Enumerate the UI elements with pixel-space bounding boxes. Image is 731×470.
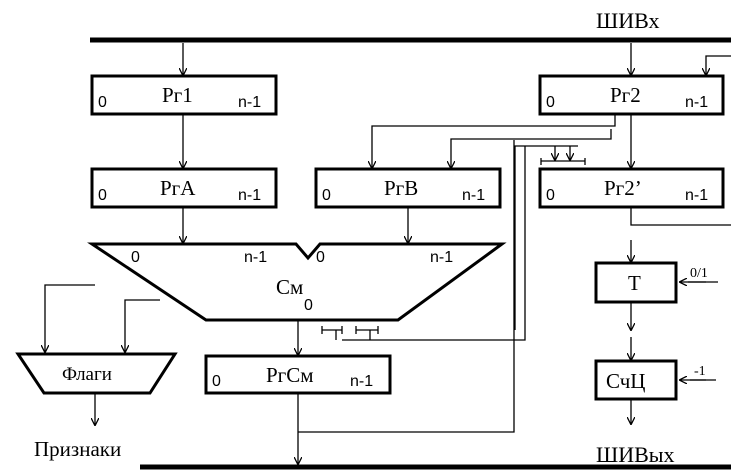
adder-right-high-bit: n-1 <box>430 249 453 266</box>
rg2p-low-bit: 0 <box>546 187 555 204</box>
rg1-high-bit: n-1 <box>238 94 261 111</box>
adder-block <box>87 242 507 322</box>
rg2p-high-bit: n-1 <box>685 187 708 204</box>
rga-high-bit: n-1 <box>238 187 261 204</box>
counter-block <box>594 359 678 401</box>
rgsm-name: РгСм <box>266 363 314 387</box>
trigger-block <box>594 261 678 304</box>
rgb-low-bit: 0 <box>322 187 331 204</box>
adder-name: См <box>276 275 303 299</box>
wire-rg2-to-rgb-inner <box>451 129 612 168</box>
rg1-name: Рг1 <box>162 83 193 107</box>
rg2-name: Рг2 <box>610 83 641 107</box>
rg2-high-bit: n-1 <box>685 94 708 111</box>
rgsm-low-bit: 0 <box>212 373 221 390</box>
counter-input-label: -1 <box>694 364 706 379</box>
flags-name: Флаги <box>62 364 112 385</box>
rgb-high-bit: n-1 <box>462 187 485 204</box>
adder-left-low-bit: 0 <box>131 249 140 266</box>
adder-right-low-bit: 0 <box>316 249 325 266</box>
wire-feedback-to-rg2 <box>706 55 731 75</box>
rg2p-name: Рг2’ <box>604 176 642 200</box>
register-rg1 <box>90 74 278 116</box>
adder-output-bit: 0 <box>304 297 313 314</box>
rgb-name: РгВ <box>384 176 418 200</box>
wire-rg2-to-rgb-outer <box>372 114 616 168</box>
register-rgb <box>314 167 502 209</box>
register-rg2-prime <box>538 167 725 209</box>
wire-adder-to-flags-b <box>125 299 160 352</box>
rga-low-bit: 0 <box>98 187 107 204</box>
output-bus-label: ШИВых <box>596 442 675 467</box>
rga-name: РгА <box>160 176 196 200</box>
wire-rgsm-feedback <box>298 140 515 433</box>
rg1-low-bit: 0 <box>98 94 107 111</box>
adder-left-high-bit: n-1 <box>244 249 267 266</box>
register-rgsm <box>204 354 392 395</box>
wire-adder-to-flags-a <box>45 284 95 352</box>
wire-rg2p-output <box>630 207 731 226</box>
register-rga <box>90 167 278 209</box>
counter-name: СчЦ <box>606 369 645 393</box>
wire-rg2p-to-adder-shift <box>342 146 526 341</box>
flags-output-label: Признаки <box>34 437 121 461</box>
input-bus-label: ШИВх <box>596 8 659 33</box>
rgsm-high-bit: n-1 <box>350 373 373 390</box>
trigger-name: Т <box>628 271 641 295</box>
rg2-low-bit: 0 <box>546 94 555 111</box>
register-rg2 <box>538 74 725 116</box>
trigger-input-label: 0/1 <box>690 266 708 281</box>
wire-shift-into-rg2p <box>514 145 578 330</box>
flags-block <box>15 352 178 395</box>
